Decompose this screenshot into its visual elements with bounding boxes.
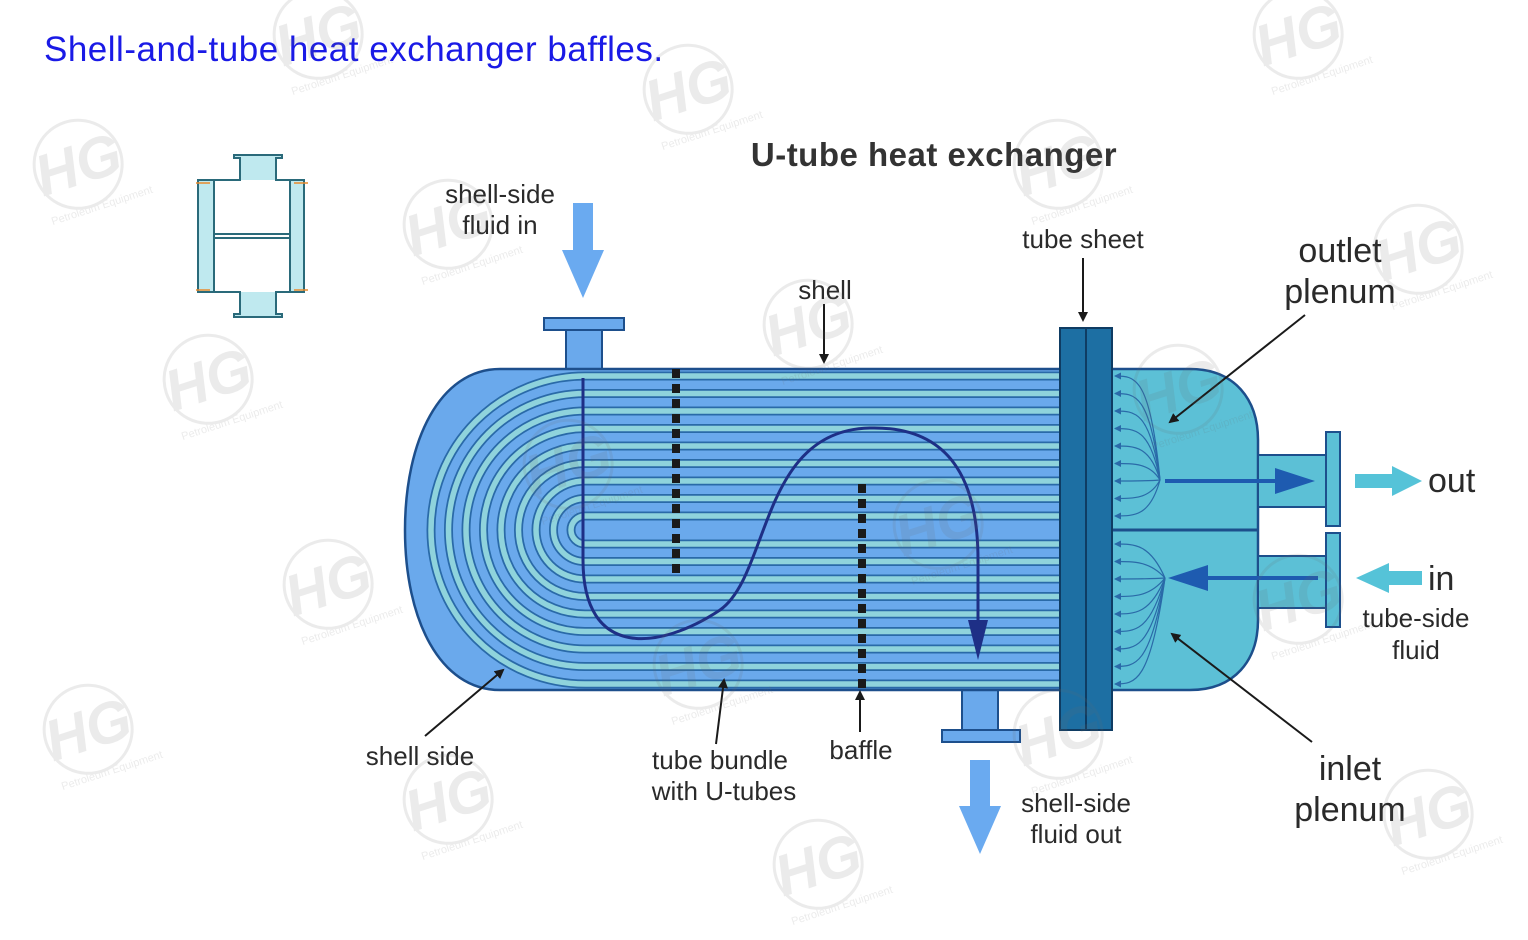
shell-outlet-nozzle	[941, 687, 1021, 743]
tube-side-inlet-nozzle	[1257, 532, 1341, 628]
u-tube	[480, 425, 1112, 635]
label-tube-bundle-line1: tube bundle	[652, 745, 788, 775]
label-shell: shell	[798, 275, 851, 305]
inlet-flow-line	[1114, 577, 1166, 618]
inlet-flow-line	[1114, 577, 1166, 688]
u-tube	[515, 460, 1112, 600]
outlet-flow-line	[1114, 372, 1161, 481]
label-tube-bundle-line2: with U-tubes	[651, 776, 797, 806]
shell-flow-arrowhead	[968, 620, 988, 660]
u-tube	[533, 478, 1112, 582]
plenum-inlet-arrow	[1168, 565, 1318, 591]
label-shell-side-in-line1: shell-side	[445, 179, 555, 209]
label-shell-side-in-line2: fluid in	[462, 210, 537, 240]
label-tube-side-line2: fluid	[1392, 635, 1440, 665]
inlet-flow-line	[1114, 577, 1166, 670]
u-tube	[463, 408, 1112, 652]
u-tube	[498, 443, 1112, 617]
shell-flow-path	[581, 378, 980, 641]
plenum-flow-lines	[1114, 372, 1166, 688]
shell-inlet-nozzle	[543, 317, 625, 373]
label-shell-side: shell side	[366, 741, 474, 771]
outlet-plenum-leader	[1168, 314, 1306, 424]
diagram-title: U-tube heat exchanger	[751, 136, 1117, 173]
shell-side-outlet-arrow	[959, 760, 1001, 854]
outlet-flow-line	[1114, 390, 1161, 481]
label-tube-side-line1: tube-side	[1363, 603, 1470, 633]
tube-sheet	[1059, 327, 1113, 731]
label-inlet-plenum-line2: plenum	[1294, 791, 1406, 829]
flanged-spool-icon	[196, 154, 308, 318]
outlet-flow-line	[1114, 479, 1161, 502]
outlet-flow-line	[1114, 460, 1161, 481]
plenum-outlet-arrow	[1165, 468, 1315, 494]
u-tube	[550, 495, 1112, 565]
outlet-flow-line	[1114, 407, 1161, 481]
inlet-flow-line	[1114, 558, 1166, 579]
inlet-flow-line	[1114, 577, 1166, 600]
outlet-flow-line	[1114, 479, 1161, 520]
shell-side-leader	[424, 668, 505, 737]
outlet-flow-line	[1114, 477, 1161, 485]
tube-side-out-arrow	[1355, 466, 1422, 496]
u-tube	[428, 373, 1112, 687]
label-baffle: baffle	[829, 735, 892, 765]
outlet-flow-line	[1114, 442, 1161, 481]
inlet-flow-line	[1114, 577, 1166, 653]
u-tube	[445, 390, 1112, 670]
tube-side-in-arrow	[1356, 563, 1422, 593]
label-shell-side-out-line1: shell-side	[1021, 788, 1131, 818]
label-outlet-plenum-line1: outlet	[1298, 232, 1382, 270]
inlet-flow-line	[1114, 575, 1166, 583]
tube-bundle-leader	[715, 678, 728, 745]
label-tube-sheet: tube sheet	[1022, 224, 1144, 254]
shell-side-inlet-arrow	[562, 203, 604, 298]
inlet-flow-line	[1114, 577, 1166, 635]
outlet-flow-line	[1114, 425, 1161, 481]
label-outlet-plenum-line2: plenum	[1284, 273, 1396, 311]
label-in: in	[1428, 560, 1454, 598]
inlet-plenum-leader	[1170, 632, 1313, 743]
page-title: Shell-and-tube heat exchanger baffles.	[44, 30, 664, 69]
label-inlet-plenum-line1: inlet	[1319, 750, 1382, 788]
label-shell-side-out-line2: fluid out	[1030, 819, 1122, 849]
label-out: out	[1428, 462, 1476, 500]
inlet-flow-line	[1114, 540, 1166, 579]
